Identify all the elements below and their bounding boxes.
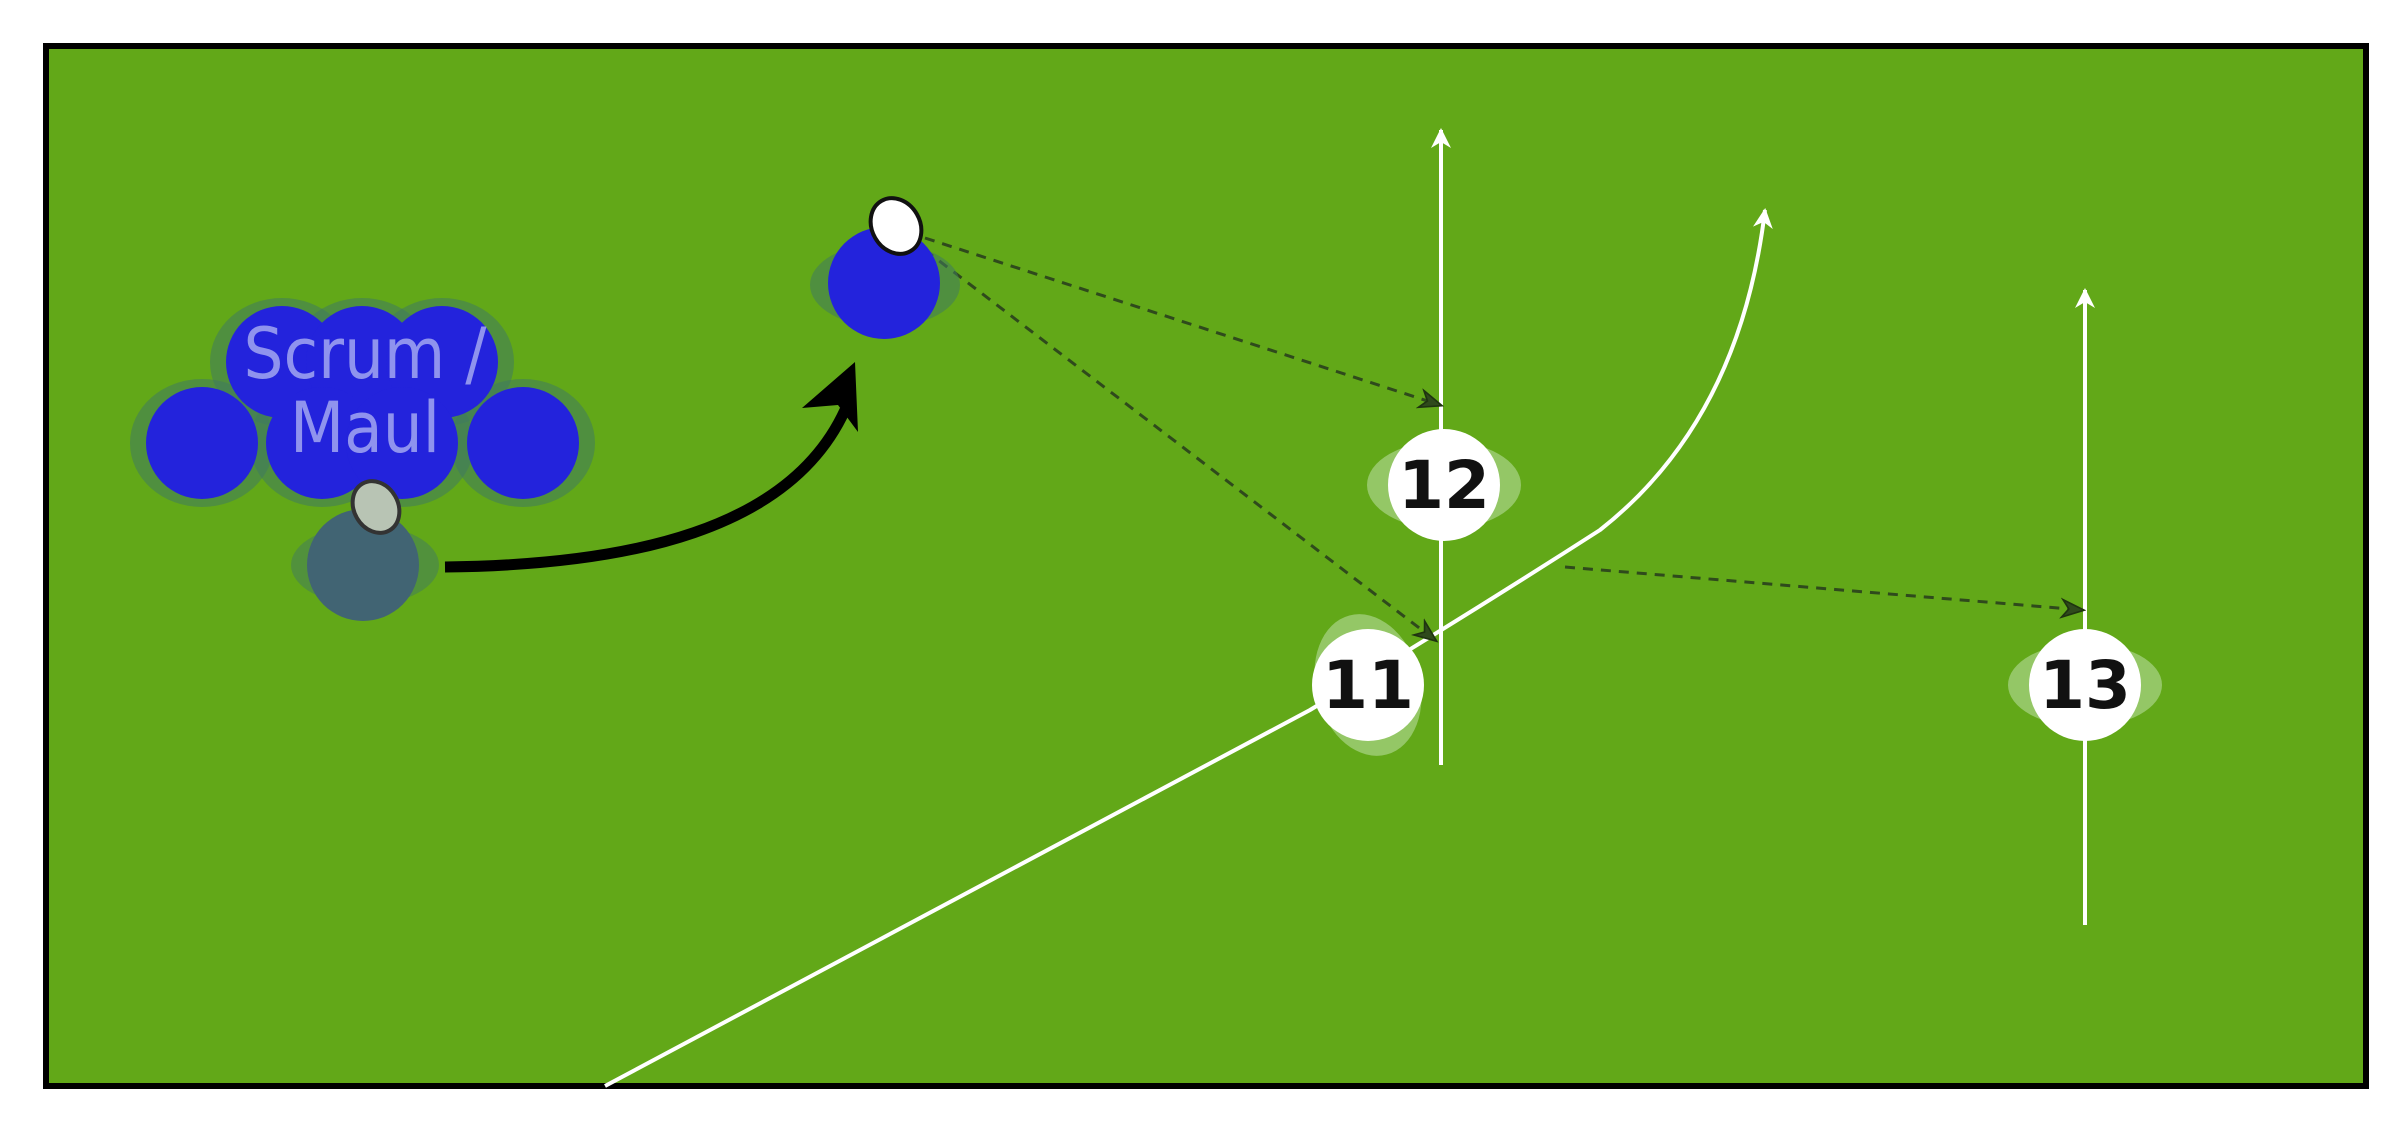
attacker-11: 11 (1312, 614, 1424, 756)
scrum-half (291, 479, 439, 621)
player-number-12: 12 (1398, 447, 1490, 524)
movement-arrow (444, 407, 850, 573)
scrum-label-line1: Scrum / (244, 313, 488, 395)
pass-line-to-12 (924, 236, 1440, 405)
scrum-maul-group: Scrum / Maul (130, 298, 595, 507)
scrum-label-line2: Maul (290, 387, 440, 469)
ball-icon (350, 479, 402, 535)
player-number-13: 13 (2039, 647, 2131, 724)
scrum-player (467, 387, 579, 499)
scrum-player (146, 387, 258, 499)
pass-line-to-13 (1564, 565, 2082, 610)
scrum-player (266, 387, 378, 499)
attacker-13: 13 (2008, 629, 2162, 741)
player-number-11: 11 (1322, 647, 1414, 724)
movement-arrowhead (802, 362, 858, 432)
scrum-player (346, 387, 458, 499)
ball-icon (868, 196, 924, 256)
receiver-player (810, 196, 960, 339)
attacker-12: 12 (1367, 429, 1521, 541)
